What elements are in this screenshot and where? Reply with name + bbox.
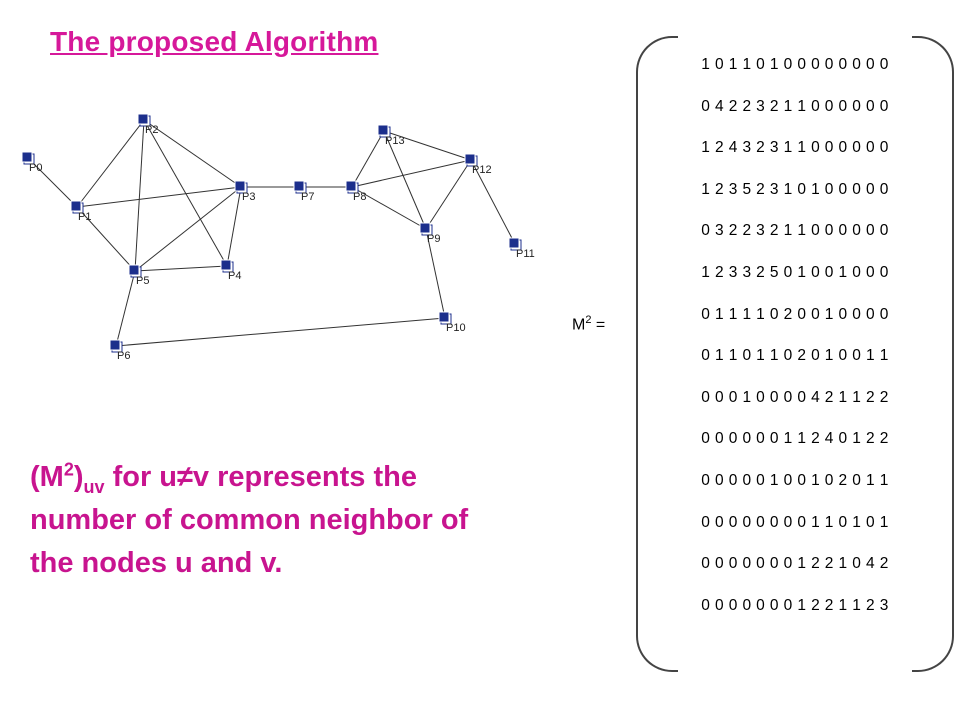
- statement-prefix: (M: [30, 461, 64, 493]
- matrix-row: 1 2 3 3 2 5 0 1 0 0 1 0 0 0: [701, 264, 889, 281]
- graph-node-label: P8: [353, 191, 366, 203]
- graph-node-label: P6: [117, 350, 130, 362]
- graph-edge-p3-p5: [134, 186, 242, 272]
- graph-edge-p0-p1: [27, 157, 78, 208]
- matrix-label-superscript: 2: [585, 314, 592, 326]
- graph-edge-p6-p10: [115, 317, 446, 347]
- graph-edge-p9-p12: [425, 159, 472, 230]
- graph-edge-p8-p12: [351, 159, 472, 188]
- matrix-row: 1 0 1 1 0 1 0 0 0 0 0 0 0 0: [701, 56, 889, 73]
- graph-edge-p2-p5: [134, 119, 145, 272]
- matrix-row: 1 2 4 3 2 3 1 1 0 0 0 0 0 0: [701, 139, 889, 157]
- graph-node-p4: P4: [220, 259, 241, 282]
- m-squared-matrix: 1 0 1 1 0 1 0 0 0 0 0 0 0 0 0 4 2 2 3 2 1…: [636, 36, 954, 672]
- graph-edge-p1-p3: [76, 186, 242, 208]
- graph-node-label: P4: [228, 270, 241, 282]
- matrix-label: M2 =: [572, 314, 605, 334]
- graph-node-label: P13: [385, 135, 405, 147]
- statement-text: for u≠v represents the number of common …: [30, 461, 469, 579]
- graph-node-label: P12: [472, 164, 492, 176]
- graph-edge-p11-p12: [470, 159, 516, 245]
- matrix-row: 0 0 0 0 0 0 0 0 1 1 0 1 0 1: [701, 513, 889, 531]
- slide-title: The proposed Algorithm: [50, 26, 379, 57]
- graph-node-p5: P5: [128, 264, 149, 287]
- graph-node-p3: P3: [234, 180, 255, 203]
- graph-edge-p5-p6: [115, 270, 136, 347]
- graph-node-p7: P7: [293, 180, 314, 203]
- statement-subscript: uv: [83, 476, 105, 497]
- graph-node-p10: P10: [438, 311, 466, 334]
- graph-node-label: P9: [427, 233, 440, 245]
- graph-edge-p9-p10: [425, 228, 446, 319]
- graph-edge-p2-p3: [143, 119, 242, 188]
- graph-edge-p1-p5: [76, 206, 136, 272]
- graph-node-label: P10: [446, 322, 466, 334]
- statement-superscript: 2: [63, 459, 74, 480]
- statement-close-paren: ): [73, 461, 84, 493]
- graph-node-p13: P13: [377, 124, 405, 147]
- matrix-row: 0 0 0 1 0 0 0 0 4 2 1 1 2 2: [701, 388, 889, 406]
- graph-node-label: P7: [301, 191, 314, 203]
- matrix-row: 0 3 2 2 3 2 1 1 0 0 0 0 0 0: [701, 222, 889, 240]
- graph-edge-p2-p4: [143, 119, 228, 267]
- graph-node-p6: P6: [109, 339, 130, 362]
- matrix-row: 0 1 1 1 1 0 2 0 0 1 0 0 0 0: [701, 305, 889, 323]
- graph-edge-p4-p5: [134, 265, 228, 272]
- matrix-row: 0 0 0 0 0 0 0 1 2 2 1 1 2 3: [701, 596, 889, 614]
- graph-node-p0: P0: [21, 151, 42, 174]
- graph-node-p11: P11: [508, 237, 535, 260]
- matrix-row: 0 0 0 0 0 0 1 1 2 4 0 1 2 2: [701, 430, 889, 448]
- matrix-row: 0 0 0 0 0 0 0 1 2 2 1 0 4 2: [701, 555, 889, 573]
- graph-edge-p3-p4: [226, 186, 242, 267]
- common-neighbor-statement: (M2)uv for u≠v represents the number of …: [30, 456, 500, 585]
- matrix-row: 0 4 2 2 3 2 1 1 0 0 0 0 0 0: [701, 97, 889, 115]
- graph-edges: [27, 119, 516, 347]
- matrix-row: 1 2 3 5 2 3 1 0 1 0 0 0 0 0: [701, 180, 889, 198]
- graph-edge-p1-p2: [76, 119, 145, 208]
- graph-node-label: P3: [242, 191, 255, 203]
- graph-node-p9: P9: [419, 222, 440, 245]
- graph-node-p1: P1: [70, 200, 91, 223]
- graph-edge-p8-p9: [351, 186, 427, 230]
- graph-node-label: P11: [516, 248, 535, 260]
- graph-node-p2: P2: [137, 113, 158, 136]
- graph-node-label: P2: [145, 124, 158, 136]
- graph-node-p12: P12: [464, 153, 492, 176]
- graph-edge-p12-p13: [383, 130, 472, 161]
- graph-node-label: P5: [136, 275, 149, 287]
- matrix-label-equals: =: [591, 316, 606, 334]
- graph-edge-p8-p13: [351, 130, 385, 188]
- matrix-label-name: M: [572, 316, 586, 334]
- graph-edge-p9-p13: [383, 130, 427, 230]
- graph-node-label: P1: [78, 211, 91, 223]
- graph-node-label: P0: [29, 162, 42, 174]
- matrix-row: 0 1 1 0 1 1 0 2 0 1 0 0 1 1: [701, 347, 889, 365]
- graph-node-p8: P8: [345, 180, 366, 203]
- matrix-row: 0 0 0 0 0 1 0 0 1 0 2 0 1 1: [701, 472, 889, 489]
